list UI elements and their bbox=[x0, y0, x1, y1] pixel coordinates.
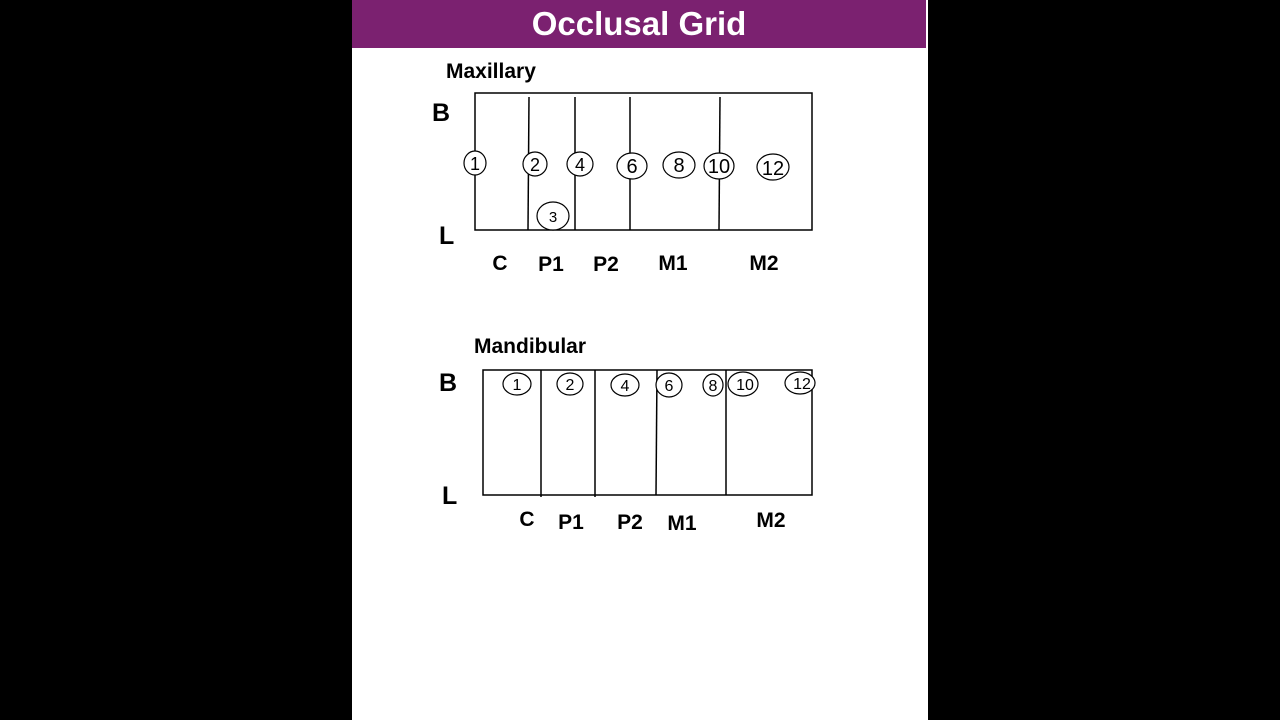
mandibular-point: 1 bbox=[502, 372, 532, 396]
mandibular-buccal-label: B bbox=[439, 369, 457, 397]
mandibular-tooth-label: P1 bbox=[558, 511, 584, 534]
mandibular-point-label: 6 bbox=[665, 378, 674, 395]
slide: Occlusal Grid Maxillary B L 1 2 3 bbox=[352, 0, 928, 720]
mandibular-tooth-label: C bbox=[519, 508, 534, 531]
mandibular-point: 12 bbox=[784, 371, 816, 395]
mandibular-point-label: 1 bbox=[513, 377, 522, 394]
maxillary-point: 1 bbox=[463, 150, 487, 176]
mandibular-tooth-label: P2 bbox=[617, 511, 643, 534]
maxillary-point-label: 4 bbox=[575, 155, 585, 175]
maxillary-grid: Maxillary B L 1 2 3 4 bbox=[432, 60, 813, 276]
maxillary-point-label: 1 bbox=[470, 154, 480, 174]
maxillary-point: 6 bbox=[616, 152, 648, 180]
mandibular-tooth-label: M2 bbox=[756, 509, 785, 532]
maxillary-point-label: 3 bbox=[549, 209, 557, 226]
maxillary-buccal-label: B bbox=[432, 99, 450, 127]
mandibular-heading: Mandibular bbox=[474, 335, 586, 358]
maxillary-heading: Maxillary bbox=[446, 60, 536, 83]
maxillary-point: 12 bbox=[756, 153, 790, 181]
mandibular-divider bbox=[655, 369, 658, 496]
maxillary-point: 8 bbox=[662, 151, 696, 179]
maxillary-point-label: 10 bbox=[708, 156, 730, 178]
mandibular-grid: Mandibular B L 1 2 4 6 bbox=[439, 335, 816, 535]
occlusal-grid-diagram: Maxillary B L 1 2 3 4 bbox=[432, 60, 816, 535]
maxillary-point: 4 bbox=[566, 151, 594, 177]
maxillary-point: 3 bbox=[536, 201, 570, 231]
maxillary-tooth-label: P1 bbox=[538, 253, 564, 276]
maxillary-point: 2 bbox=[522, 151, 548, 177]
mandibular-point-label: 4 bbox=[621, 378, 630, 395]
maxillary-tooth-label: P2 bbox=[593, 253, 619, 276]
mandibular-point-label: 12 bbox=[793, 376, 811, 393]
maxillary-tooth-label: C bbox=[492, 252, 507, 275]
maxillary-tooth-label: M1 bbox=[658, 252, 687, 275]
mandibular-point: 10 bbox=[727, 371, 759, 397]
mandibular-point-label: 2 bbox=[566, 377, 575, 394]
maxillary-point-label: 8 bbox=[673, 155, 684, 177]
maxillary-point: 10 bbox=[703, 152, 735, 180]
maxillary-tooth-label: M2 bbox=[749, 252, 778, 275]
slide-title: Occlusal Grid bbox=[531, 5, 747, 42]
mandibular-frame bbox=[482, 369, 813, 496]
mandibular-point: 2 bbox=[556, 372, 584, 396]
mandibular-point: 6 bbox=[655, 372, 683, 398]
maxillary-point-label: 2 bbox=[530, 155, 540, 175]
maxillary-lingual-label: L bbox=[439, 222, 454, 250]
maxillary-point-label: 12 bbox=[762, 158, 784, 180]
mandibular-point-label: 10 bbox=[736, 377, 754, 394]
mandibular-point-label: 8 bbox=[709, 378, 718, 395]
mandibular-lingual-label: L bbox=[442, 482, 457, 510]
mandibular-tooth-label: M1 bbox=[667, 512, 696, 535]
maxillary-point-label: 6 bbox=[626, 156, 637, 178]
mandibular-point: 4 bbox=[610, 373, 640, 397]
title-bar: Occlusal Grid bbox=[352, 0, 926, 48]
mandibular-point: 8 bbox=[702, 373, 724, 397]
